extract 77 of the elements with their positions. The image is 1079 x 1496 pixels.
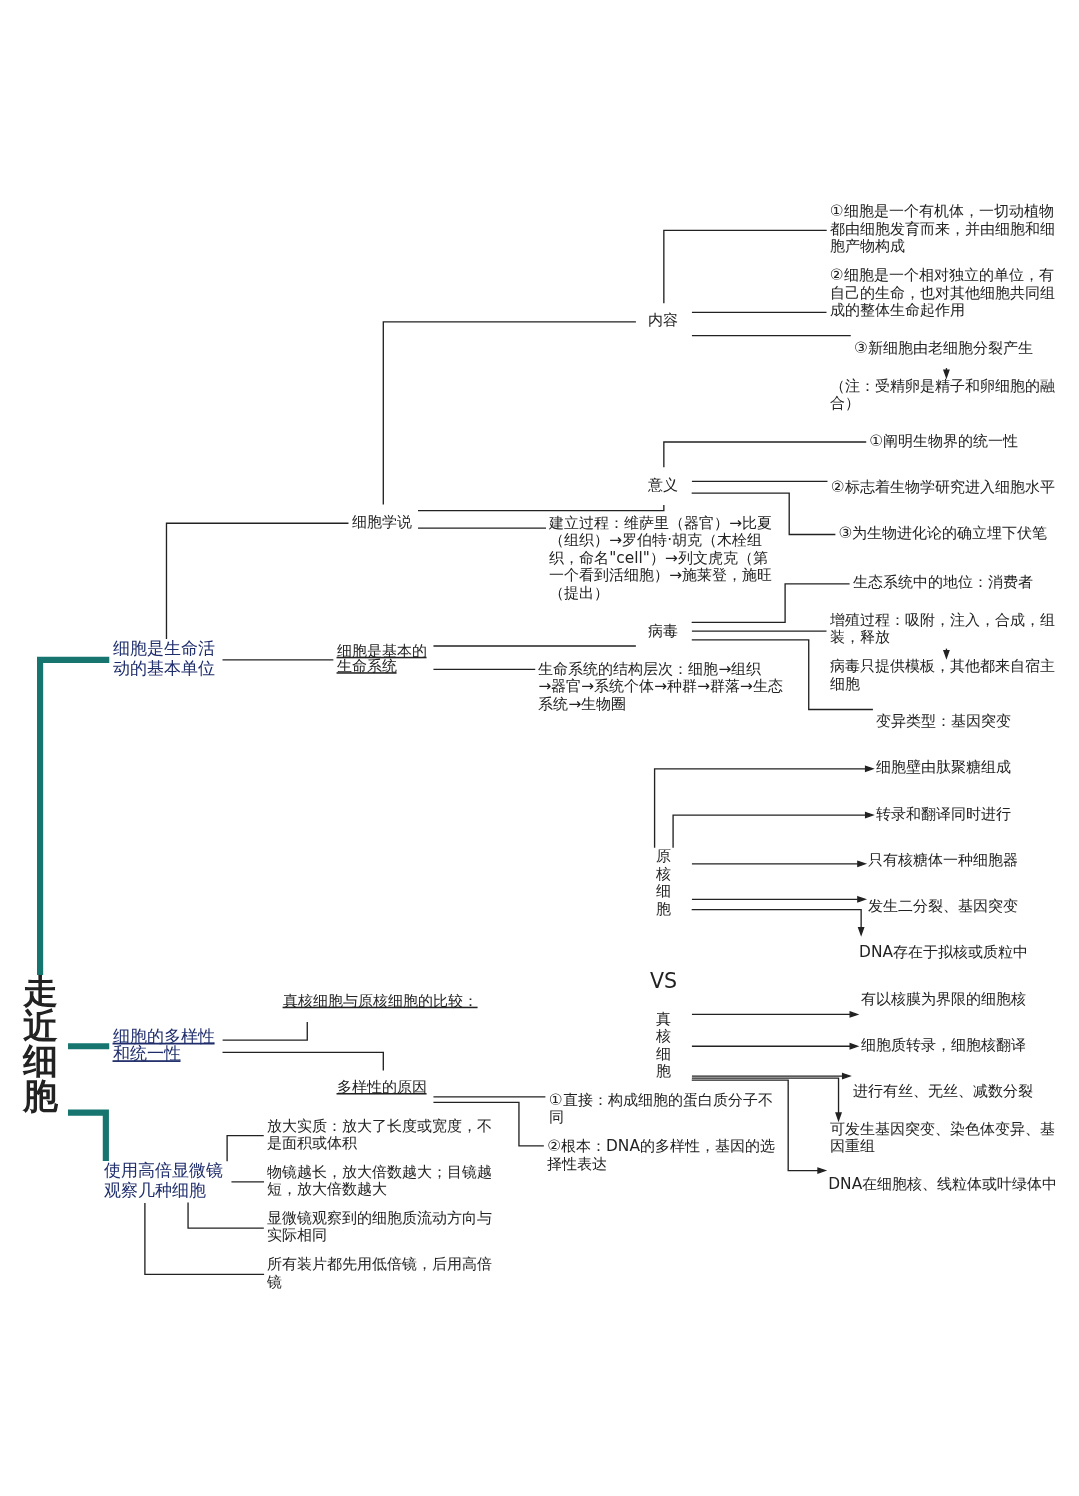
node-text: 细胞质转录，细胞核翻译 bbox=[860, 1035, 1026, 1054]
connector bbox=[221, 1021, 308, 1041]
node-text: DNA在细胞核、线粒体或叶绿体中 bbox=[828, 1174, 1058, 1193]
node-text: 细胞学说 bbox=[351, 512, 412, 531]
connector bbox=[663, 441, 867, 468]
node-text: ③为生物进化论的确立埋下伏笔 bbox=[838, 524, 1048, 543]
connector bbox=[187, 1201, 265, 1229]
connector bbox=[382, 321, 637, 506]
node-text: 走近细胞 bbox=[22, 971, 58, 1117]
node-text: （注：受精卵是精子和卵细胞的融合） bbox=[829, 376, 1055, 413]
connector bbox=[432, 1101, 545, 1147]
node-text: 细胞壁由肽聚糖组成 bbox=[876, 758, 1012, 777]
connector bbox=[432, 1096, 547, 1098]
node-text: 病毒只提供模板，其他都来自宿主细胞 bbox=[829, 657, 1055, 693]
connector bbox=[432, 668, 536, 671]
arrow bbox=[691, 1072, 852, 1080]
node-text: 生态系统中的地位：消费者 bbox=[852, 573, 1033, 592]
node-text: ②细胞是一个相对独立的单位，有自己的生命，也对其他细胞共同组成的整体生命起作用 bbox=[829, 266, 1055, 320]
connector bbox=[67, 1109, 109, 1162]
node-text: 增殖过程：吸附，注入，合成，组装，释放 bbox=[829, 610, 1055, 647]
node-text: 细胞是生命活动的基本单位 bbox=[112, 638, 215, 678]
node-text: ①直接：构成细胞的蛋白质分子不同 bbox=[548, 1090, 773, 1127]
node-text: 原核细胞 bbox=[655, 847, 671, 918]
node-text: ②标志着生物学研究进入细胞水平 bbox=[830, 477, 1055, 496]
node-text: ①细胞是一个有机体，一切动植物都由细胞发育而来，并由细胞和细胞产物构成 bbox=[829, 202, 1055, 256]
node-text: 细胞是基本的生命系统 bbox=[336, 641, 427, 676]
arrow bbox=[653, 765, 875, 849]
connector bbox=[691, 639, 874, 711]
node-text: 可发生基因突变、染色体变异、基因重组 bbox=[829, 1119, 1055, 1156]
connector bbox=[165, 522, 350, 640]
node-text: 有以核膜为界限的细胞核 bbox=[860, 989, 1026, 1008]
connector bbox=[691, 492, 837, 536]
connector bbox=[144, 1202, 265, 1276]
connector bbox=[691, 480, 829, 483]
connector bbox=[691, 311, 828, 313]
node-text: ①阐明生物界的统一性 bbox=[869, 431, 1019, 450]
node-text: 病毒 bbox=[647, 621, 678, 640]
node-text: ②根本：DNA的多样性，基因的选择性表达 bbox=[547, 1137, 775, 1173]
node-text: 转录和翻译同时进行 bbox=[876, 804, 1012, 823]
node-text: 建立过程：维萨里（器官）→比夏（组织）→罗伯特·胡克（木栓组织，命名"cell"）→列文虎克（第一个看到活细胞）→施莱登，施旺（提出） bbox=[549, 513, 773, 602]
node-text: 真核细胞 bbox=[655, 1009, 671, 1081]
arrow bbox=[691, 908, 865, 937]
connector bbox=[221, 659, 334, 661]
node-text: ③新细胞由老细胞分裂产生 bbox=[853, 339, 1033, 358]
arrow bbox=[691, 1042, 860, 1050]
connector bbox=[691, 335, 852, 337]
node-text: 使用高倍显微镜观察几种细胞 bbox=[103, 1160, 223, 1200]
node-text: 内容 bbox=[647, 311, 678, 330]
node-text: 物镜越长，放大倍数越大；目镜越短，放大倍数越大 bbox=[267, 1162, 493, 1199]
node-text: 进行有丝、无丝、减数分裂 bbox=[852, 1082, 1033, 1101]
connector bbox=[417, 504, 665, 512]
node-text: 变异类型：基因突变 bbox=[876, 712, 1012, 731]
node-text: 发生二分裂、基因突变 bbox=[868, 897, 1019, 916]
node-text: 只有核糖体一种细胞器 bbox=[868, 850, 1019, 869]
arrow bbox=[691, 1010, 860, 1018]
label: VS bbox=[649, 968, 678, 993]
arrow bbox=[691, 860, 868, 868]
arrow bbox=[691, 1079, 828, 1175]
node-text: DNA存在于拟核或质粒中 bbox=[859, 943, 1029, 962]
connector bbox=[432, 645, 637, 647]
connector bbox=[230, 1181, 265, 1183]
connector bbox=[691, 583, 851, 624]
node-text: 真核细胞与原核细胞的比较： bbox=[282, 991, 478, 1010]
node-text: 细胞的多样性和统一性 bbox=[112, 1025, 215, 1064]
connector bbox=[663, 229, 828, 304]
connector bbox=[691, 630, 828, 632]
arrow bbox=[691, 1077, 842, 1123]
node-text: 意义 bbox=[647, 475, 678, 494]
arrow bbox=[672, 811, 875, 849]
node-text: 放大实质：放大了长度或宽度，不是面积或体积 bbox=[267, 1116, 493, 1152]
connector bbox=[226, 1135, 265, 1162]
connector bbox=[417, 527, 547, 529]
node-text: 所有装片都先用低倍镜，后用高倍镜 bbox=[267, 1255, 493, 1291]
node-text: 多样性的原因 bbox=[336, 1077, 427, 1096]
node-text: 显微镜观察到的细胞质流动方向与实际相同 bbox=[267, 1209, 493, 1245]
arrow bbox=[691, 895, 868, 903]
node-text: 生命系统的结构层次：细胞→组织→器官→系统个体→种群→群落→生态系统→生物圈 bbox=[538, 659, 784, 713]
